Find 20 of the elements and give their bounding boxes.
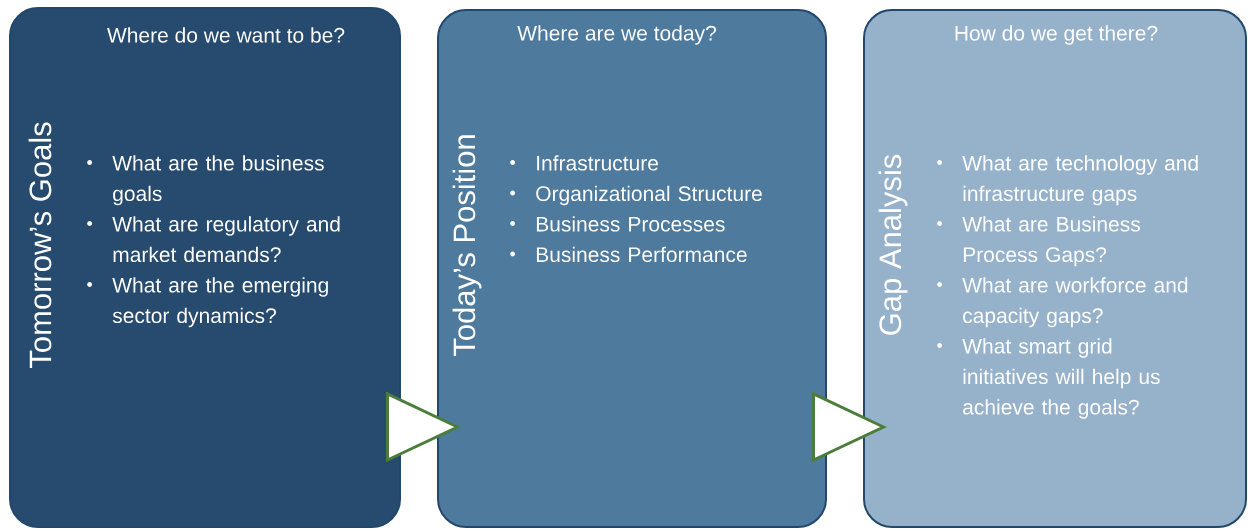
heading: Where are we today? [517, 25, 716, 45]
node-label: What are workforce and capacity gaps? [962, 277, 1188, 328]
node-label: What are technology and infrastructure gaps [962, 155, 1198, 206]
node-label: Infrastructure [537, 155, 658, 171]
node-label: Business Performance [536, 246, 747, 263]
node-label: What smart grid initiatives will help us achieve the goals? [962, 338, 1160, 419]
node-label: Business Processes [536, 216, 725, 232]
heading: How do we get there? [955, 25, 1158, 45]
vertical-title: Today’s Position [452, 135, 482, 356]
vertical-title: Gap Analysis [878, 154, 908, 335]
panel [863, 9, 1247, 528]
node-label: Organizational Structure [536, 185, 762, 206]
bullet-list: What are the business goals What are regulatory and market demands? What are the emerging sector dynamics? [87, 155, 340, 328]
panel [437, 9, 827, 528]
panel [9, 7, 401, 528]
bullet-list: Infrastructure Organizational Structure Business Processes Business Performance [510, 155, 762, 263]
node-label: What are Business Process Gaps? [962, 216, 1140, 267]
heading: Where do we want to be? [107, 27, 345, 43]
bullet-list: What are technology and infrastructure gaps What are Business Process Gaps? What are workforce and capacity gaps? What smart grid initiatives will help us achieve the goals? [937, 155, 1198, 419]
vertical-title: Tomorrow’s Goals [28, 122, 52, 369]
